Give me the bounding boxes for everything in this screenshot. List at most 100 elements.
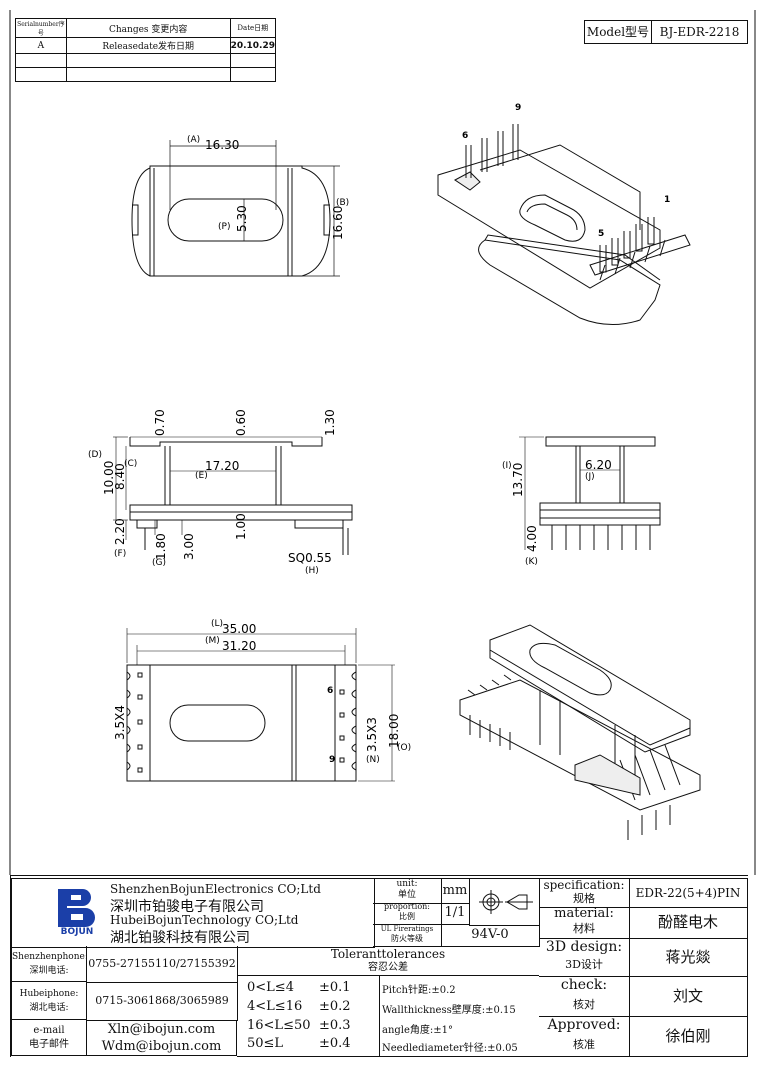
- company-en1: ShenzhenBojunElectronics CO;Ltd: [110, 882, 321, 896]
- tol-title: Toleranttolerances 容忍公差: [237, 946, 539, 976]
- dim-1000: 10.00: [102, 461, 116, 495]
- ul-en: UL Fireratings: [380, 925, 434, 933]
- sz-phone-label: Shenzhenphone: 深圳电话:: [11, 946, 88, 982]
- approved-label: Approved: 核准: [539, 1016, 630, 1057]
- check-cn: 核对: [573, 998, 595, 1011]
- tol-note: Needlediameter针径:±0.05: [382, 1043, 518, 1054]
- dim-e-val: 17.20: [205, 459, 239, 473]
- proportion-en: proportion:: [384, 902, 430, 911]
- material-label: material: 材料: [539, 906, 630, 939]
- bottom-pin-9: 9: [329, 755, 335, 765]
- tol-note: Wallthickness壁厚度:±0.15: [382, 1005, 516, 1016]
- dim-g: (G): [152, 558, 166, 568]
- design-label: 3D design: 3D设计: [539, 938, 630, 977]
- tol-title-cn: 容忍公差: [368, 962, 408, 973]
- dim-c: (C): [124, 459, 137, 469]
- tol-range: 16<L≤50: [247, 1018, 311, 1033]
- company-area: BOJUN ShenzhenBojunElectronics CO;Ltd 深圳…: [11, 878, 375, 948]
- dim-p-label: (P): [218, 222, 230, 232]
- tol-value: ±0.3: [319, 1018, 351, 1033]
- bottom-view: [126, 628, 395, 782]
- company-cn2: 湖北铂骏科技有限公司: [110, 930, 250, 946]
- iso-pin-6: 6: [462, 131, 468, 141]
- ul-cn: 防火等级: [391, 934, 423, 943]
- spec-value: EDR-22(5+4)PIN: [629, 878, 748, 908]
- ul-box: UL Fireratings 防火等级: [373, 924, 442, 947]
- material-en: material:: [554, 906, 614, 921]
- email-en: e-mail: [33, 1025, 65, 1036]
- dim-b: 16.60: [331, 206, 345, 240]
- unit-box: unit: 单位: [373, 878, 442, 904]
- dim-h: (H): [305, 566, 319, 576]
- design-cn: 3D设计: [565, 958, 603, 971]
- dim-180: 1.80: [154, 533, 168, 560]
- unit-label-en: unit:: [396, 879, 418, 889]
- dim-1370: 13.70: [511, 463, 525, 497]
- material-value: 酚醛电木: [629, 906, 748, 939]
- email-1: Xln@ibojun.com: [107, 1022, 216, 1037]
- dim-220: 2.20: [113, 518, 127, 545]
- tol-range: 0<L≤4: [247, 980, 294, 995]
- dim-f: (F): [114, 549, 126, 559]
- approved-cn: 核准: [573, 1038, 595, 1051]
- tol-range: 4<L≤16: [247, 999, 303, 1014]
- email-cn: 电子邮件: [29, 1039, 69, 1050]
- dim-i: (I): [502, 461, 512, 471]
- front-view: [113, 436, 353, 555]
- dim-100: 1.00: [234, 513, 248, 540]
- hb-phone-cn: 湖北电话:: [29, 1003, 69, 1013]
- rev-empty: [229, 67, 277, 82]
- tol-title-en: Toleranttolerances: [330, 947, 446, 961]
- side-view: [519, 436, 661, 550]
- tol-note: Pitch针距:±0.2: [382, 985, 456, 996]
- sz-phone: 0755-27155110/27155392: [87, 946, 238, 983]
- dim-j: (J): [585, 472, 595, 482]
- dim-060: 0.60: [234, 409, 248, 436]
- dim-130: 1.30: [323, 409, 337, 436]
- dim-300: 3.00: [182, 533, 196, 560]
- sz-phone-en: Shenzhenphone:: [12, 952, 88, 962]
- dim-070: 0.70: [153, 409, 167, 436]
- dim-3500: 35.00: [222, 622, 256, 636]
- approved-en: Approved:: [547, 1017, 621, 1033]
- dim-l: (L): [211, 619, 223, 629]
- tol-value: ±0.2: [319, 999, 351, 1014]
- bottom-pin-6: 6: [327, 686, 333, 696]
- dim-1800: 18.00: [387, 714, 401, 748]
- projection-symbol: [469, 878, 540, 926]
- dim-p: 5.30: [235, 205, 249, 232]
- drawing-sheet: (A) 16.30 (B) 16.60 (P) 5.30 6 9 1 5: [9, 10, 756, 875]
- proportion-box: proportion: 比例: [373, 902, 442, 925]
- dim-620: 6.20: [585, 458, 612, 472]
- iso-view-top: [437, 124, 691, 325]
- proportion-value: 1/1: [441, 902, 470, 925]
- title-block: BOJUN ShenzhenBojunElectronics CO;Ltd 深圳…: [10, 875, 748, 1057]
- revision-table: Serialnumber序号 Changes 变更内容 Date日期 A Rel…: [15, 18, 277, 82]
- dim-m: (M): [205, 636, 220, 646]
- ul-value: 94V-0: [441, 924, 540, 947]
- dim-e: (E): [195, 471, 208, 481]
- dim-n: (N): [366, 755, 380, 765]
- design-value: 蒋光燚: [629, 938, 748, 977]
- logo-text: BOJUN: [60, 927, 94, 937]
- tol-range: 50≤L: [247, 1036, 284, 1051]
- tol-value: ±0.1: [319, 980, 351, 995]
- check-value: 刘文: [629, 976, 748, 1017]
- company-en2: HubeiBojunTechnology CO;Ltd: [110, 913, 299, 927]
- tol-value: ±0.4: [319, 1036, 351, 1051]
- dim-35x3: 3.5X3: [365, 717, 379, 752]
- tol-ranges: 0<L≤4 ±0.1 4<L≤16 ±0.2 16<L≤50 ±0.3 50≤L…: [237, 976, 380, 1057]
- iso-pin-5: 5: [598, 229, 604, 239]
- iso-pin-9: 9: [515, 103, 521, 113]
- spec-en: specification:: [543, 878, 625, 892]
- hb-phone-label: Hubeiphone: 湖北电话:: [11, 982, 87, 1020]
- email-2: Wdm@ibojun.com: [101, 1039, 222, 1054]
- check-label: check: 核对: [539, 976, 630, 1017]
- dim-k: (K): [525, 557, 538, 567]
- dim-b-label: (B): [336, 198, 349, 208]
- iso-view-bottom: [459, 624, 701, 840]
- proportion-cn: 比例: [399, 912, 415, 921]
- dim-400: 4.00: [525, 525, 539, 552]
- hb-phone-en: Hubeiphone:: [19, 989, 79, 999]
- dim-o: (O): [397, 743, 411, 753]
